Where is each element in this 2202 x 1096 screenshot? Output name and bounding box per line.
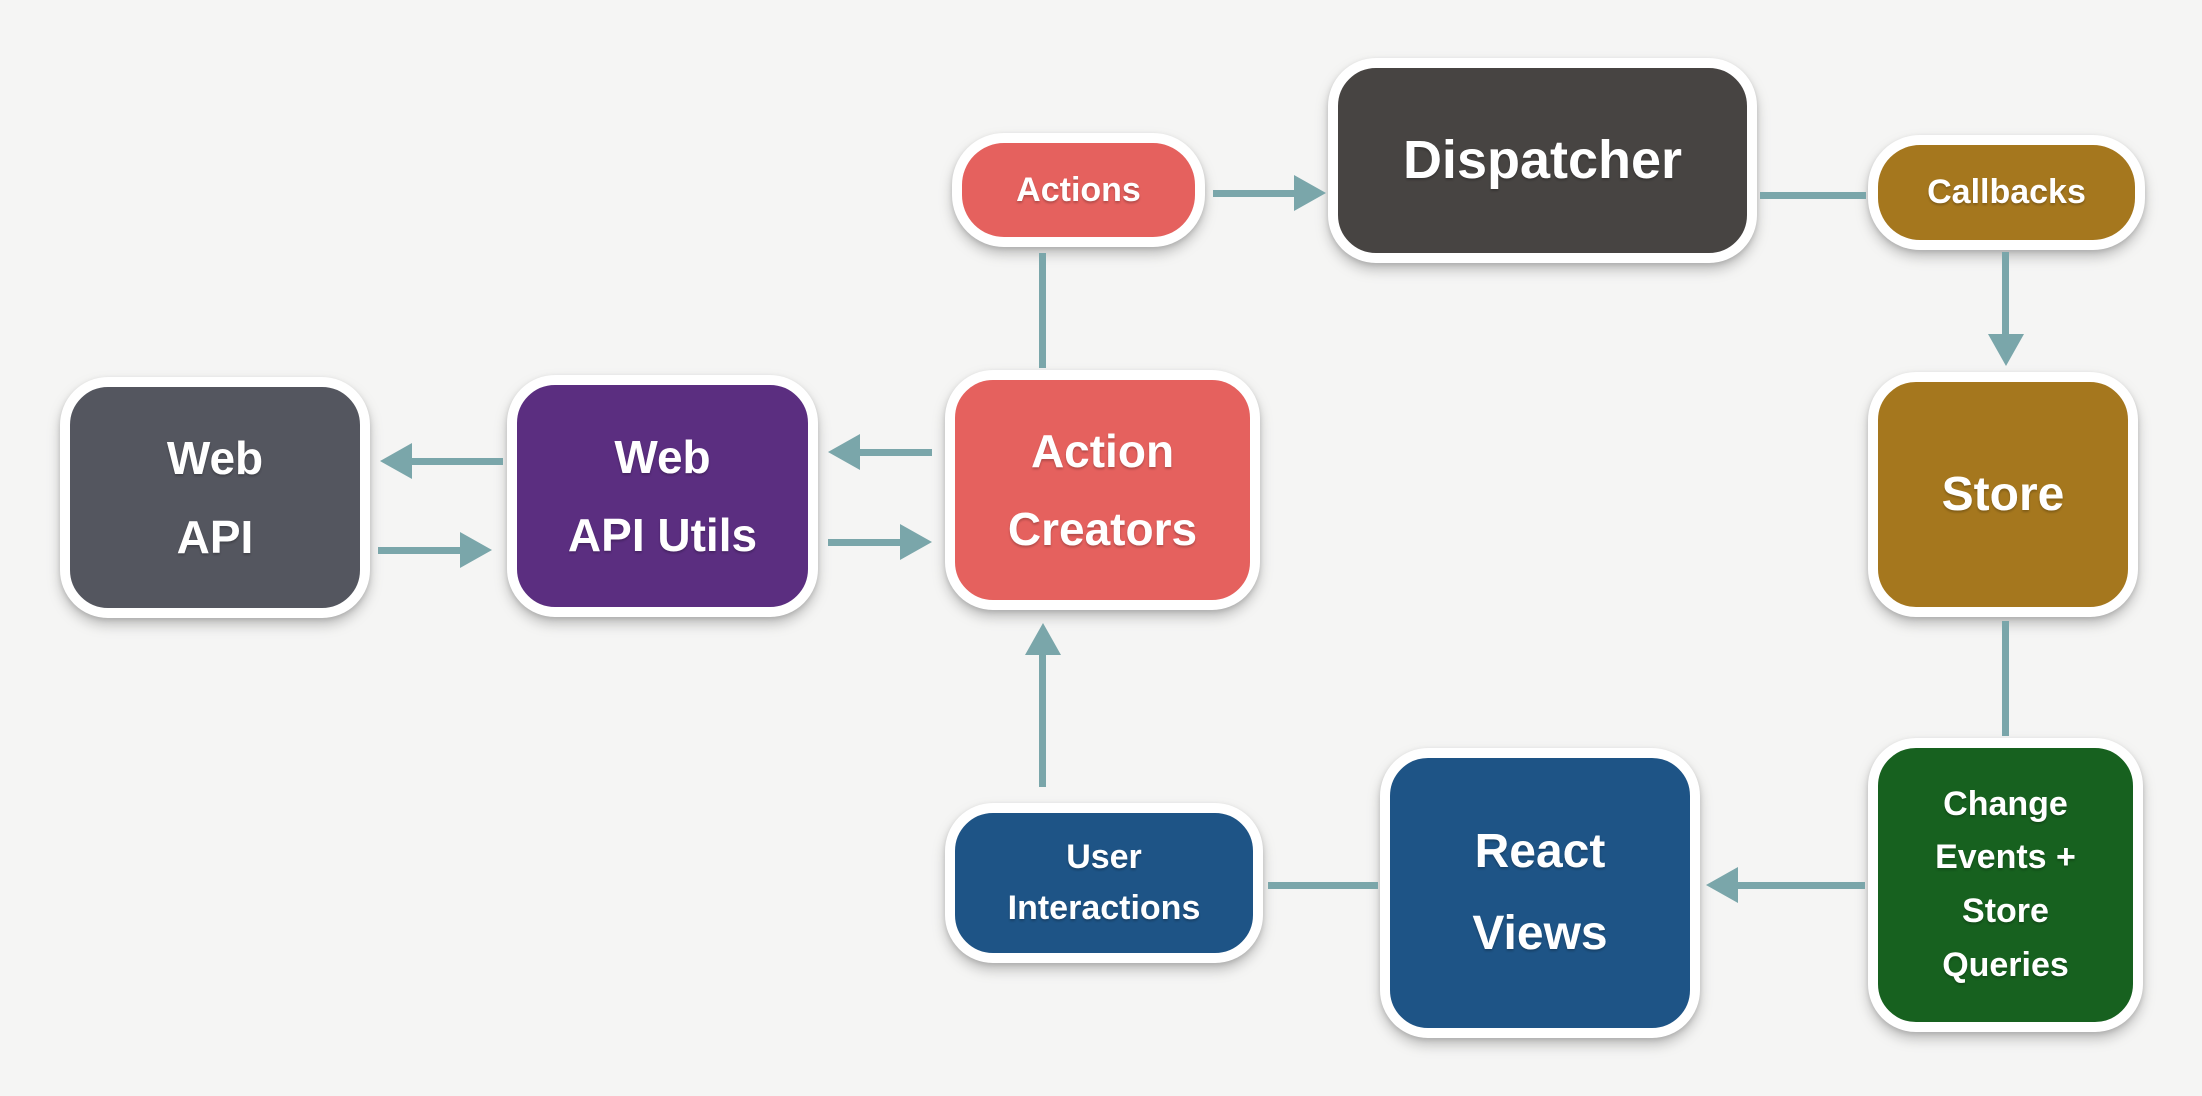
node-action-creators: Action Creators [945, 370, 1260, 610]
connector-web-api-utils-action-creators-arrowhead [900, 524, 932, 560]
connector-react-views-user-interactions-line [1268, 882, 1378, 889]
connector-web-api-web-api-utils-arrowhead [460, 532, 492, 568]
connector-action-creators-web-api-utils-arrowhead [828, 434, 860, 470]
node-change-events-store-queries: Change Events + Store Queries [1868, 738, 2143, 1032]
connector-user-interactions-action-creators-arrowhead [1025, 623, 1061, 655]
connector-web-api-utils-action-creators-line [828, 539, 900, 546]
connector-store-change-events-line [2002, 621, 2009, 736]
node-web-api: Web API [60, 377, 370, 618]
connector-dispatcher-callbacks-line [1760, 192, 1866, 199]
connector-action-creators-actions-line [1039, 253, 1046, 368]
connector-callbacks-store-arrowhead [1988, 334, 2024, 366]
connector-web-api-utils-web-api-arrowhead [380, 443, 412, 479]
node-dispatcher: Dispatcher [1328, 58, 1757, 263]
node-web-api-utils: Web API Utils [507, 375, 818, 617]
node-actions: Actions [952, 133, 1205, 247]
connector-actions-dispatcher-arrowhead [1294, 175, 1326, 211]
connector-web-api-utils-web-api-line [412, 458, 503, 465]
connector-actions-dispatcher-line [1213, 190, 1298, 197]
connector-action-creators-web-api-utils-line [860, 449, 932, 456]
node-callbacks: Callbacks [1868, 135, 2145, 250]
connector-web-api-web-api-utils-line [378, 547, 460, 554]
connector-change-events-react-views-line [1738, 882, 1865, 889]
node-store: Store [1868, 372, 2138, 617]
connector-user-interactions-action-creators-line [1039, 655, 1046, 787]
node-react-views: React Views [1380, 748, 1700, 1038]
node-user-interactions: User Interactions [945, 803, 1263, 963]
connector-change-events-react-views-arrowhead [1706, 867, 1738, 903]
connector-callbacks-store-line [2002, 252, 2009, 334]
